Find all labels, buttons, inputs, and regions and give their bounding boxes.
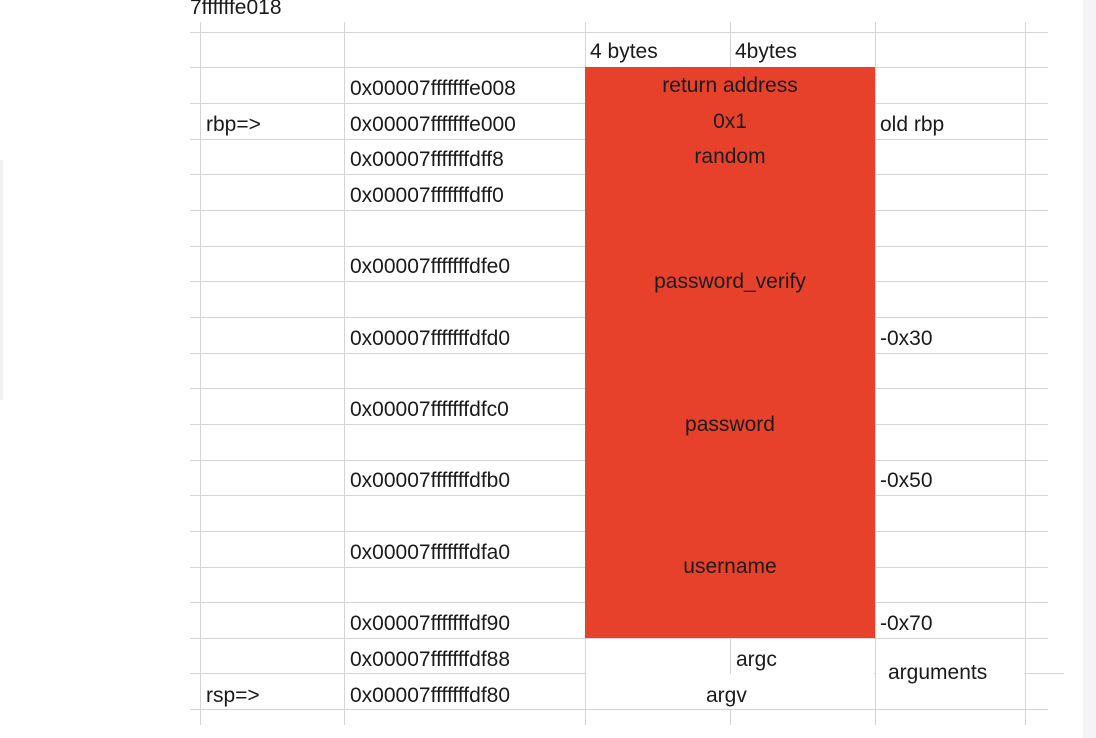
old-rbp-label: old rbp <box>880 113 945 136</box>
address-cell: 0x00007fffffffdf90 <box>350 612 511 635</box>
grid-row-line <box>190 709 1048 710</box>
top-partial-address: 7ffffffe018 <box>190 0 282 19</box>
offset-label: -0x70 <box>880 612 933 635</box>
arguments-label: arguments <box>888 661 988 684</box>
random-label: random <box>694 145 766 168</box>
grid-col-line <box>730 638 731 674</box>
stack-frame-highlight <box>585 67 875 638</box>
right-scroll-strip <box>1083 0 1096 738</box>
address-cell: 0x00007fffffffdfe0 <box>350 255 511 278</box>
return-address-label: return address <box>662 74 798 97</box>
address-cell: 0x00007fffffffdfa0 <box>350 541 511 564</box>
address-cell: 0x00007fffffffdfd0 <box>350 327 511 350</box>
address-cell: 0x00007fffffffe000 <box>350 113 516 136</box>
address-cell: 0x00007fffffffdfb0 <box>350 469 511 492</box>
rsp-pointer-label: rsp=> <box>206 684 260 707</box>
argc-label: argc <box>736 648 777 671</box>
address-cell: 0x00007fffffffdff8 <box>350 148 504 171</box>
byte-width-label: 4bytes <box>735 40 797 63</box>
grid-col-line <box>875 22 876 725</box>
address-cell: 0x00007fffffffdfc0 <box>350 398 509 421</box>
grid-col-line <box>200 22 201 725</box>
password-verify-label: password_verify <box>654 270 806 293</box>
address-cell: 0x00007fffffffe008 <box>350 77 516 100</box>
grid-row-line <box>190 638 1048 639</box>
address-cell: 0x00007fffffffdf88 <box>350 648 511 671</box>
offset-label: -0x30 <box>880 327 933 350</box>
address-cell: 0x00007fffffffdf80 <box>350 684 511 707</box>
grid-row-line <box>190 32 1048 33</box>
grid-col-line <box>1025 22 1026 725</box>
rbp-pointer-label: rbp=> <box>206 113 261 136</box>
left-edge-mark <box>0 160 3 400</box>
argv-label: argv <box>706 684 747 707</box>
password-label: password <box>685 413 775 436</box>
offset-label: -0x50 <box>880 469 933 492</box>
byte-width-label: 4 bytes <box>590 40 658 63</box>
address-cell: 0x00007fffffffdff0 <box>350 184 504 207</box>
saved-rbp-value: 0x1 <box>713 110 747 133</box>
arguments-merged-bg <box>876 639 1024 709</box>
username-label: username <box>683 555 777 578</box>
grid-col-line <box>344 22 345 725</box>
